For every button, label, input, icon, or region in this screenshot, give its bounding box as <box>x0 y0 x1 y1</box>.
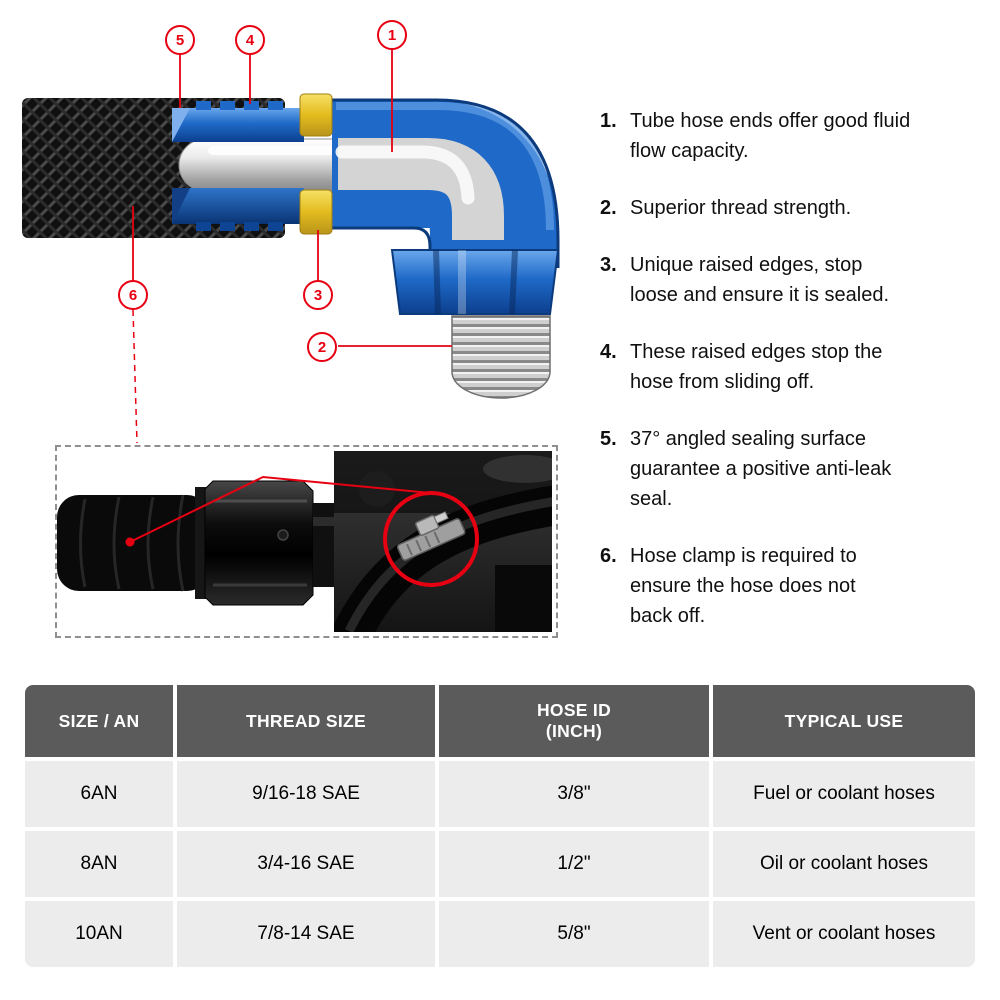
sealing-chamfer <box>172 108 190 142</box>
callout-lines <box>132 49 452 444</box>
callout-1: 1 <box>377 20 407 50</box>
feature-number: 5. <box>600 428 617 450</box>
hose-clamp <box>396 511 466 561</box>
table-cell: 9/16-18 SAE <box>177 761 435 827</box>
feature-number: 4. <box>600 341 617 363</box>
inset-illustration <box>57 451 552 632</box>
spec-table: SIZE / AN THREAD SIZE HOSE ID (INCH) TYP… <box>25 685 975 967</box>
feature-text: Unique raised edges, stop loose and ensu… <box>630 254 890 306</box>
table-cell: 6AN <box>25 761 173 827</box>
inset-connector-line <box>132 309 138 444</box>
callout-5: 5 <box>165 25 195 55</box>
feature-text: Tube hose ends offer good fluid flow cap… <box>630 110 911 162</box>
clamp-photo <box>334 451 552 632</box>
thread-section <box>451 315 551 399</box>
inset-pointer <box>125 475 432 547</box>
table-cell: Vent or coolant hoses <box>713 901 975 967</box>
elbow-body <box>332 98 560 268</box>
sealing-chamfer-bottom <box>172 188 190 224</box>
hose-end-illustration <box>57 480 339 606</box>
detail-inset <box>55 445 558 638</box>
table-cell: Oil or coolant hoses <box>713 831 975 897</box>
table-cell: 7/8-14 SAE <box>177 901 435 967</box>
feature-number: 6. <box>600 545 617 567</box>
table-cell: 5/8" <box>439 901 709 967</box>
feature-text: 37° angled sealing surface guarantee a p… <box>630 428 892 510</box>
callout-3: 3 <box>303 280 333 310</box>
fitting-socket <box>172 101 304 231</box>
feature-text: These raised edges stop the hose from sl… <box>630 341 883 393</box>
feature-text: Superior thread strength. <box>630 197 852 219</box>
table-header-size: SIZE / AN <box>25 685 173 757</box>
table-cell: 10AN <box>25 901 173 967</box>
feature-number: 2. <box>600 197 617 219</box>
table-cell: Fuel or coolant hoses <box>713 761 975 827</box>
raised-edges <box>196 101 283 231</box>
feature-list: 1. Tube hose ends offer good fluid flow … <box>600 106 990 658</box>
callout-4: 4 <box>235 25 265 55</box>
callout-2: 2 <box>307 332 337 362</box>
callout-6: 6 <box>118 280 148 310</box>
fitting-nut <box>390 249 560 315</box>
feature-number: 3. <box>600 254 617 276</box>
table-header-typical-use: TYPICAL USE <box>713 685 975 757</box>
set-screw <box>277 529 289 541</box>
yellow-band-bottom <box>299 189 333 235</box>
fitting-cutaway-diagram <box>22 49 560 444</box>
feature-text: Hose clamp is required to ensure the hos… <box>630 545 857 627</box>
yellow-band-top <box>299 93 333 137</box>
table-header-hose-id: HOSE ID (INCH) <box>439 685 709 757</box>
table-cell: 1/2" <box>439 831 709 897</box>
feature-number: 1. <box>600 110 617 132</box>
table-cell: 3/4-16 SAE <box>177 831 435 897</box>
feature-item-6: 6. Hose clamp is required to ensure the … <box>600 541 990 631</box>
feature-item-3: 3. Unique raised edges, stop loose and e… <box>600 250 990 310</box>
table-cell: 8AN <box>25 831 173 897</box>
feature-item-5: 5. 37° angled sealing surface guarantee … <box>600 424 990 514</box>
feature-item-1: 1. Tube hose ends offer good fluid flow … <box>600 106 990 166</box>
black-swivel-nut <box>204 480 314 606</box>
table-header-thread: THREAD SIZE <box>177 685 435 757</box>
table-cell: 3/8" <box>439 761 709 827</box>
feature-item-2: 2. Superior thread strength. <box>600 193 990 223</box>
feature-item-4: 4. These raised edges stop the hose from… <box>600 337 990 397</box>
